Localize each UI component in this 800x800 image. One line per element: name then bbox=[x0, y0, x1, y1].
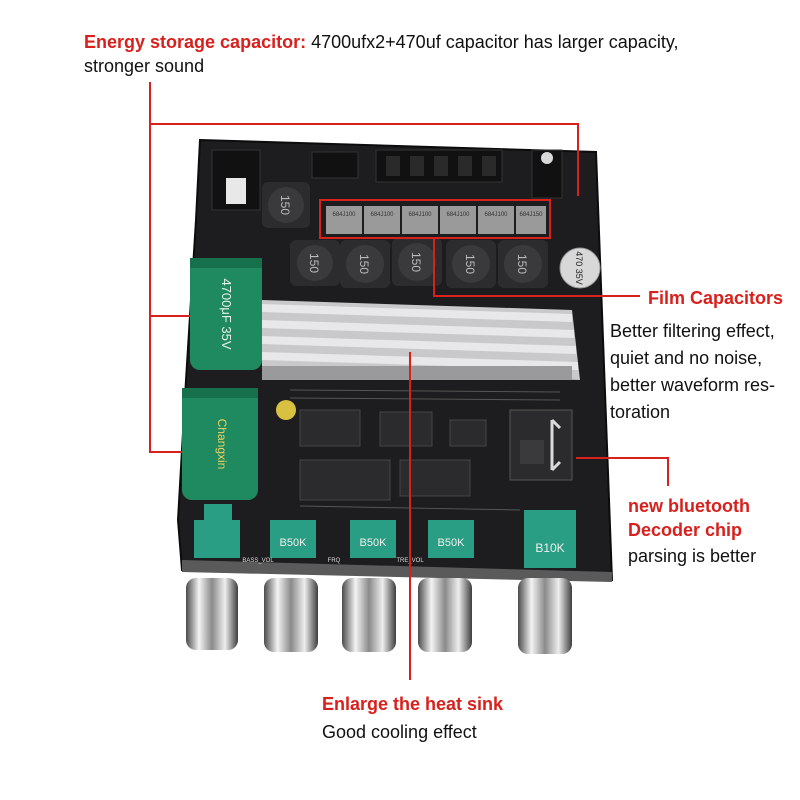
knob bbox=[418, 578, 472, 652]
film-desc-line: toration bbox=[610, 402, 671, 422]
heat-sink-title: Enlarge the heat sink bbox=[322, 694, 504, 714]
energy-storage-text: 4700ufx2+470uf capacitor has larger capa… bbox=[306, 32, 679, 52]
big-capacitor-1: 4700μF 35V bbox=[190, 258, 262, 370]
inductor-mark: 150 bbox=[515, 254, 529, 274]
small-capacitor: 470 35V bbox=[559, 247, 601, 289]
inductor-mark: 150 bbox=[307, 253, 321, 273]
energy-storage-title: Energy storage capacitor: bbox=[84, 32, 307, 52]
film-cap-mark: 684J100 bbox=[484, 212, 508, 218]
bluetooth-module bbox=[509, 409, 573, 481]
potentiometers: B50K B50K B50K B10K BASS_VOL FRQ TRE_VOL bbox=[194, 504, 576, 568]
film-desc-line: better waveform res- bbox=[610, 375, 776, 395]
pot-4: B50K bbox=[428, 520, 474, 558]
film-cap-mark: 684J100 bbox=[370, 212, 394, 218]
film-desc-line: Better filtering effect, bbox=[610, 321, 775, 341]
pot-5: B10K bbox=[524, 510, 576, 568]
inductor-mark: 150 bbox=[409, 252, 423, 272]
knob bbox=[186, 578, 238, 650]
bluetooth-desc: parsing is better bbox=[628, 546, 757, 566]
film-cap-mark: 684J100 bbox=[408, 212, 432, 218]
pot-3: B50K bbox=[350, 520, 396, 558]
pot-2: B50K bbox=[270, 520, 316, 558]
svg-text:470 35V: 470 35V bbox=[574, 251, 584, 285]
heat-sink-annotation: Enlarge the heat sink Good cooling effec… bbox=[322, 690, 503, 746]
small-yellow-cap bbox=[276, 400, 296, 420]
big-capacitor-2: Changxin bbox=[182, 388, 258, 500]
pcb-front-edge bbox=[182, 560, 612, 582]
bluetooth-title-line-2: Decoder chip bbox=[628, 520, 743, 540]
film-desc-line: quiet and no noise, bbox=[610, 348, 763, 368]
pot-1 bbox=[194, 504, 240, 558]
svg-text:Changxin: Changxin bbox=[215, 419, 229, 470]
svg-text:B50K: B50K bbox=[438, 537, 466, 549]
terminal-blocks bbox=[311, 149, 503, 183]
circuitry bbox=[299, 409, 487, 501]
knobs bbox=[186, 578, 572, 654]
inductors: 150 150 150 150 150 150 bbox=[262, 182, 548, 288]
heat-sink-desc: Good cooling effect bbox=[322, 722, 477, 742]
audio-jack bbox=[531, 149, 563, 199]
film-cap-mark: 684J100 bbox=[446, 212, 470, 218]
film-cap-mark: 684J100 bbox=[332, 212, 356, 218]
film-capacitors-title: Film Capacitors bbox=[648, 288, 784, 308]
svg-text:B10K: B10K bbox=[535, 541, 564, 555]
film-cap-mark: 684J150 bbox=[519, 212, 543, 218]
film-capacitors: 684J100 684J100 684J100 684J100 684J100 … bbox=[326, 206, 546, 234]
svg-text:BASS_VOL: BASS_VOL bbox=[242, 558, 274, 564]
film-capacitors-desc: Better filtering effect, quiet and no no… bbox=[610, 318, 800, 426]
bluetooth-title: new bluetooth Decoder chip bbox=[628, 494, 750, 542]
svg-text:4700μF 35V: 4700μF 35V bbox=[219, 278, 234, 349]
knob bbox=[342, 578, 396, 652]
svg-text:FRQ: FRQ bbox=[328, 558, 341, 564]
knob bbox=[518, 578, 572, 654]
bluetooth-title-line-1: new bluetooth bbox=[628, 496, 750, 516]
inductor-mark: 150 bbox=[463, 254, 477, 274]
svg-text:B50K: B50K bbox=[360, 537, 388, 549]
inductor-mark: 150 bbox=[278, 195, 292, 215]
heat-sink bbox=[262, 300, 580, 380]
knob bbox=[264, 578, 318, 652]
energy-storage-annotation: Energy storage capacitor: 4700ufx2+470uf… bbox=[84, 30, 724, 78]
annotation-lines bbox=[149, 82, 669, 680]
svg-text:B50K: B50K bbox=[280, 537, 308, 549]
energy-storage-text-2: stronger sound bbox=[84, 56, 205, 76]
inductor-mark: 150 bbox=[357, 254, 371, 274]
